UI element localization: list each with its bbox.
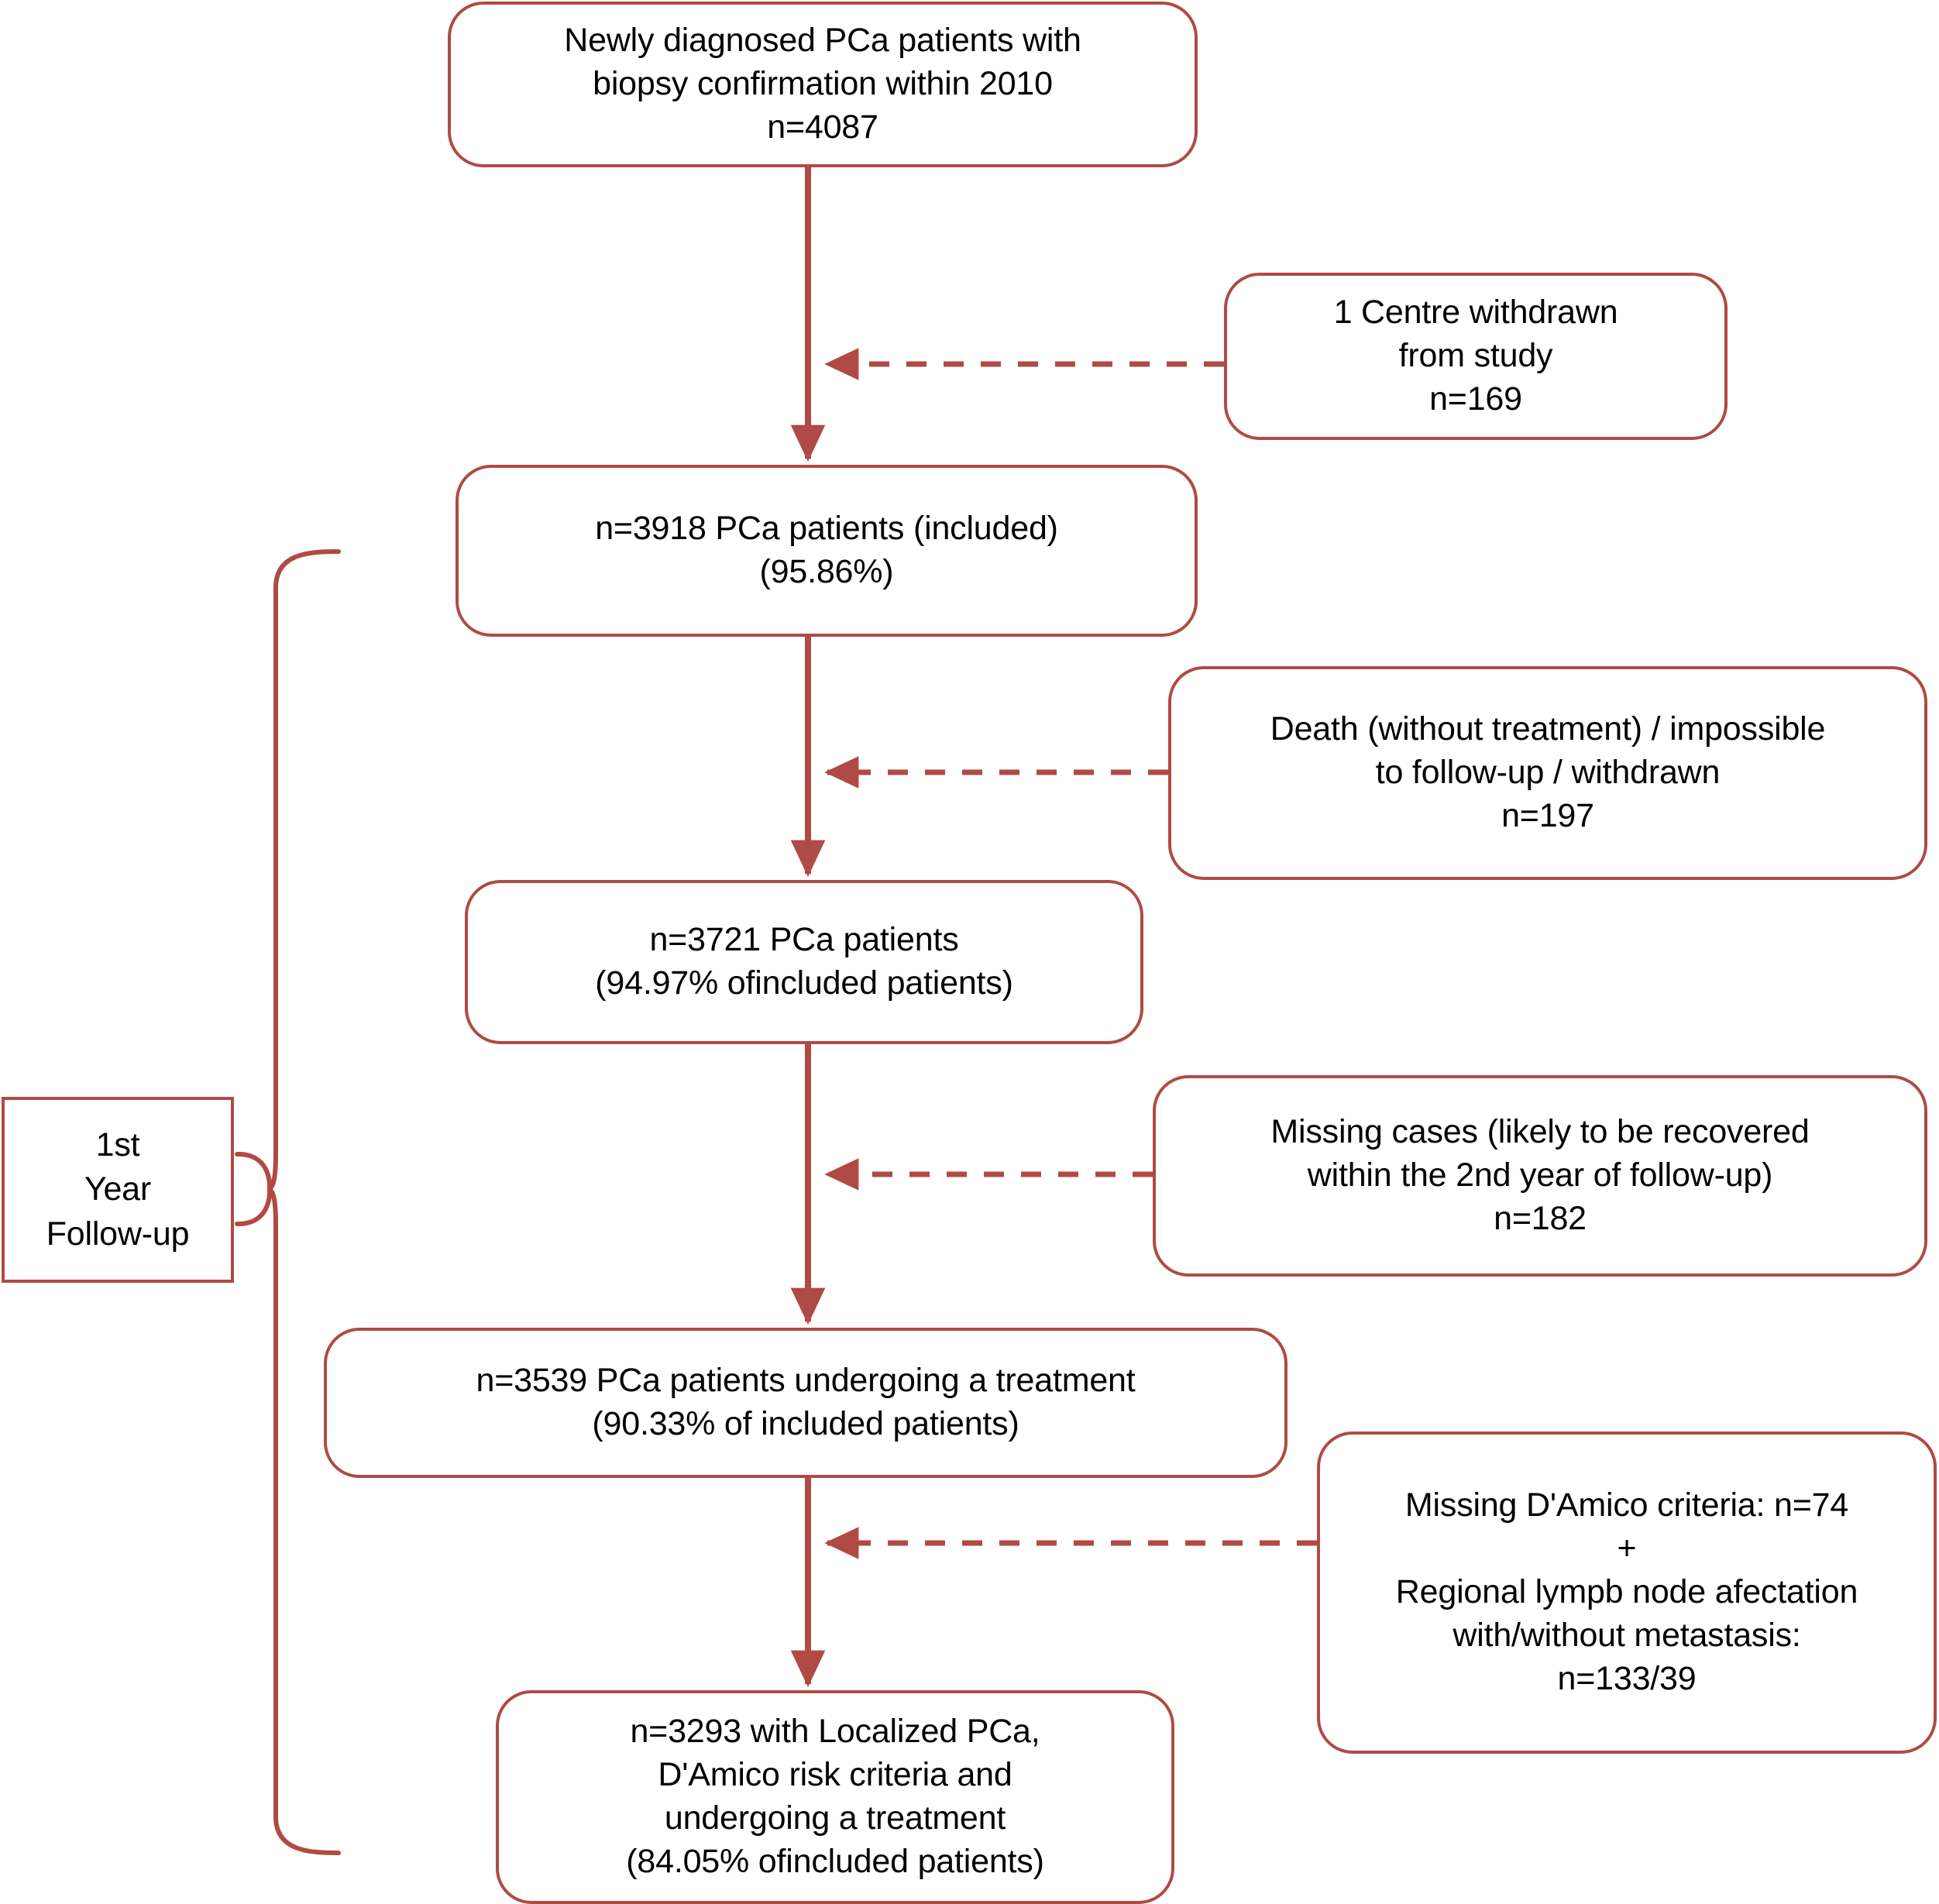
node-followed-patients[interactable]: n=3721 PCa patients (94.97% ofincluded p… bbox=[465, 880, 1143, 1044]
node-final-cohort-label: n=3293 with Localized PCa, D'Amico risk … bbox=[626, 1713, 1044, 1880]
node-included-patients-label: n=3918 PCa patients (included) (95.86%) bbox=[595, 510, 1058, 590]
first-year-followup-text: 1st Year Follow-up bbox=[46, 1126, 190, 1253]
node-exclusion-missing-cases-label: Missing cases (likely to be recovered wi… bbox=[1270, 1113, 1810, 1237]
node-exclusion-centre-withdrawn-label: 1 Centre withdrawn from study n=169 bbox=[1333, 294, 1618, 418]
node-included-patients[interactable]: n=3918 PCa patients (included) (95.86%) bbox=[456, 465, 1198, 637]
node-exclusion-missing-cases[interactable]: Missing cases (likely to be recovered wi… bbox=[1153, 1075, 1927, 1277]
node-exclusion-death-followup-label: Death (without treatment) / impossible t… bbox=[1270, 710, 1826, 834]
brace-tip-lower bbox=[235, 1187, 273, 1226]
node-followed-patients-label: n=3721 PCa patients (94.97% ofincluded p… bbox=[595, 921, 1013, 1002]
node-first-year-followup-label: 1st Year Follow-up bbox=[2, 1097, 234, 1283]
node-final-cohort[interactable]: n=3293 with Localized PCa, D'Amico risk … bbox=[496, 1690, 1174, 1904]
node-exclusion-damico-criteria[interactable]: Missing D'Amico criteria: n=74 + Regiona… bbox=[1317, 1431, 1937, 1754]
node-treated-patients-label: n=3539 PCa patients undergoing a treatme… bbox=[476, 1362, 1136, 1442]
brace-upper-arm bbox=[267, 549, 341, 1191]
node-newly-diagnosed-label: Newly diagnosed PCa patients with biopsy… bbox=[564, 22, 1081, 146]
brace-lower-arm bbox=[267, 1187, 341, 1855]
brace-tip-upper bbox=[235, 1152, 273, 1191]
node-exclusion-death-followup[interactable]: Death (without treatment) / impossible t… bbox=[1168, 666, 1927, 880]
node-exclusion-damico-criteria-label: Missing D'Amico criteria: n=74 + Regiona… bbox=[1395, 1486, 1858, 1697]
node-exclusion-centre-withdrawn[interactable]: 1 Centre withdrawn from study n=169 bbox=[1224, 273, 1728, 440]
node-newly-diagnosed[interactable]: Newly diagnosed PCa patients with biopsy… bbox=[448, 2, 1198, 167]
node-treated-patients[interactable]: n=3539 PCa patients undergoing a treatme… bbox=[324, 1328, 1288, 1478]
